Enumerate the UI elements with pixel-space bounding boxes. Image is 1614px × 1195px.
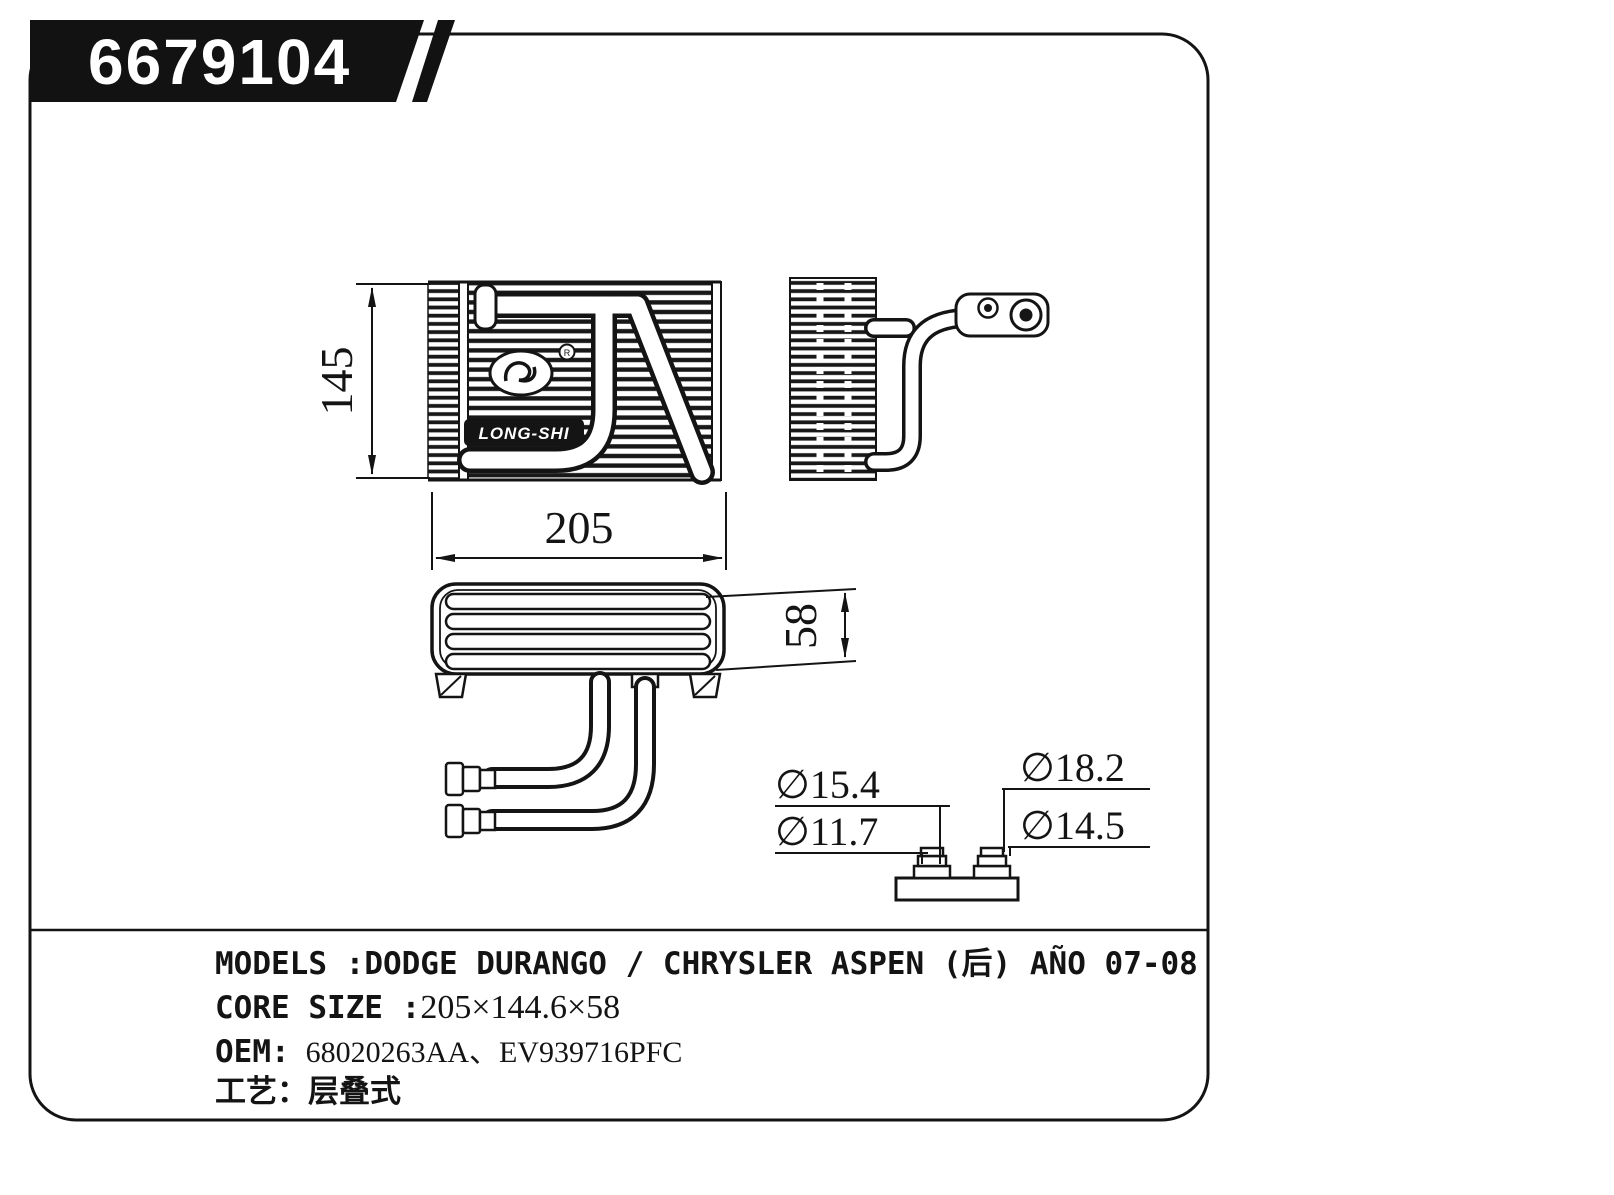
- side-core-fins: [789, 277, 877, 481]
- fitting-port-small-bore: [984, 304, 992, 312]
- side-view: [789, 277, 1050, 481]
- page-frame: [28, 32, 1210, 1122]
- tube-row: [444, 592, 712, 611]
- pipe-connectors: [444, 761, 497, 839]
- dia-label-top-right: ∅18.2: [1020, 745, 1125, 790]
- pipe-fitting: [954, 292, 1050, 338]
- dia-label-bottom-right: ∅14.5: [1020, 803, 1125, 848]
- side-pipes: [864, 308, 974, 472]
- connector-flange: [444, 803, 465, 839]
- models-value: DODGE DURANGO / CHRYSLER ASPEN (后) AÑO 0…: [364, 945, 1198, 982]
- models-label: MODELS :: [215, 946, 364, 982]
- page-border: [28, 32, 1210, 1122]
- banner-slash-stripe: [412, 20, 455, 102]
- dia-label-top-left: ∅15.4: [775, 762, 880, 807]
- foot-hatch: [694, 675, 716, 696]
- connector-neck: [478, 810, 497, 832]
- dim-depth: 58: [705, 588, 857, 671]
- connector-flange: [444, 761, 465, 797]
- spec-line-process: 工艺：层叠式: [215, 1074, 401, 1110]
- connector-neck: [478, 768, 497, 790]
- process-value: 层叠式: [308, 1074, 401, 1110]
- spec-line-core-size: CORE SIZE :205×144.6×58: [215, 989, 620, 1026]
- foot-hatch: [440, 675, 462, 696]
- ext-line: [715, 660, 857, 671]
- core-size-value: 205×144.6×58: [420, 989, 620, 1026]
- connector-ring: [461, 807, 482, 835]
- oem-value: 68020263AA、EV939716PFC: [306, 1036, 683, 1069]
- dim-height: 145: [311, 283, 430, 479]
- spec-line-models: MODELS :DODGE DURANGO / CHRYSLER ASPEN (…: [215, 945, 1198, 982]
- connector-ring: [461, 765, 482, 793]
- leader-lines: [775, 788, 1150, 864]
- fitting-detail: ∅15.4 ∅11.7 ∅18.2 ∅14.5: [775, 745, 1150, 902]
- front-pipes: [457, 292, 715, 485]
- logo-text: LONG-SHI: [478, 424, 569, 443]
- registered-mark: R: [564, 348, 571, 358]
- ext-line: [705, 588, 857, 598]
- core-size-label: CORE SIZE :: [215, 990, 420, 1026]
- registered-mark-circle: [558, 343, 576, 361]
- front-view: R LONG-SHI: [427, 280, 722, 485]
- logo-band: [464, 419, 584, 446]
- part-number-banner: 6679104: [30, 20, 455, 102]
- dia-label-bottom-left: ∅11.7: [775, 809, 878, 854]
- bottom-pipes: [481, 671, 656, 831]
- fitting-port-large-bore: [1019, 308, 1033, 322]
- fin-edge: [427, 283, 461, 479]
- spec-line-oem: OEM: 68020263AA、EV939716PFC: [215, 1034, 682, 1070]
- brand-logo: R LONG-SHI: [464, 343, 584, 446]
- dim-width: 205: [431, 492, 727, 570]
- fitting-base: [894, 876, 1020, 902]
- stub-right: [972, 846, 1012, 880]
- part-number: 6679104: [88, 26, 351, 98]
- process-label: 工艺：: [215, 1074, 308, 1110]
- dim-width-value: 205: [545, 502, 614, 553]
- oem-label: OEM:: [215, 1034, 290, 1070]
- spec-block: MODELS :DODGE DURANGO / CHRYSLER ASPEN (…: [215, 945, 1198, 1110]
- banner-shape: [30, 20, 424, 102]
- end-plate-right: [711, 281, 722, 481]
- dim-height-value: 145: [311, 347, 362, 416]
- dim-depth-value: 58: [775, 603, 826, 649]
- tube-row: [444, 632, 712, 651]
- mount-feet: [434, 672, 722, 699]
- tube-row: [444, 652, 712, 671]
- header-tank: [473, 283, 498, 331]
- bottom-view: [430, 582, 726, 839]
- logo-swirl: [503, 361, 537, 383]
- logo-oval: [488, 349, 554, 397]
- tube-row: [444, 612, 712, 631]
